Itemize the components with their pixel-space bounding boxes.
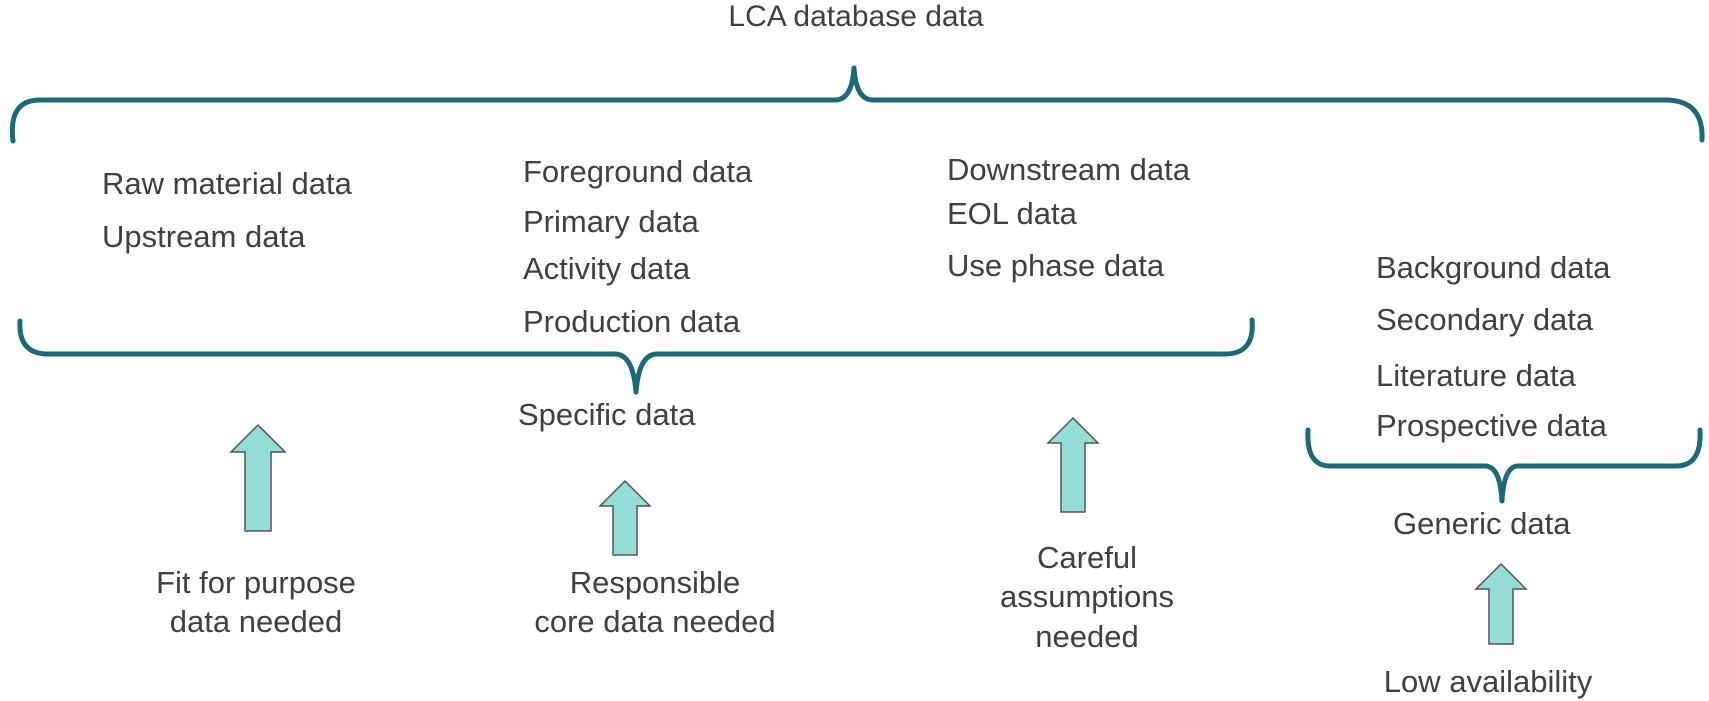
note-fit-for-purpose: Fit for purpose data needed [156,565,356,640]
item-eol-data: EOL data [947,196,1077,231]
item-background-data: Background data [1376,250,1611,285]
item-secondary-data: Secondary data [1376,302,1594,337]
item-activity-data: Activity data [523,251,691,286]
lca-database-brace [9,65,1705,144]
up-arrow-icon [229,423,287,532]
item-prospective-data: Prospective data [1376,408,1607,443]
item-use-phase-data: Use phase data [947,248,1165,283]
specific-data-brace [17,317,1255,395]
up-arrow-icon [1046,416,1100,513]
item-primary-data: Primary data [523,204,699,239]
up-arrow-icon [598,479,652,556]
title: LCA database data [728,0,984,33]
generic-data-brace [1305,427,1703,504]
item-production-data: Production data [523,304,741,339]
specific-data-label: Specific data [518,397,696,432]
item-upstream-data: Upstream data [102,219,306,254]
note-responsible-core: Responsible core data needed [534,565,776,640]
item-downstream-data: Downstream data [947,152,1190,187]
item-raw-material-data: Raw material data [102,166,352,201]
note-low-availability: Low availability [1383,664,1593,699]
generic-data-label: Generic data [1393,506,1571,541]
item-foreground-data: Foreground data [523,154,753,189]
item-literature-data: Literature data [1376,358,1576,393]
note-careful-assumptions: Careful assumptions needed [999,540,1175,654]
up-arrow-icon [1474,562,1528,645]
